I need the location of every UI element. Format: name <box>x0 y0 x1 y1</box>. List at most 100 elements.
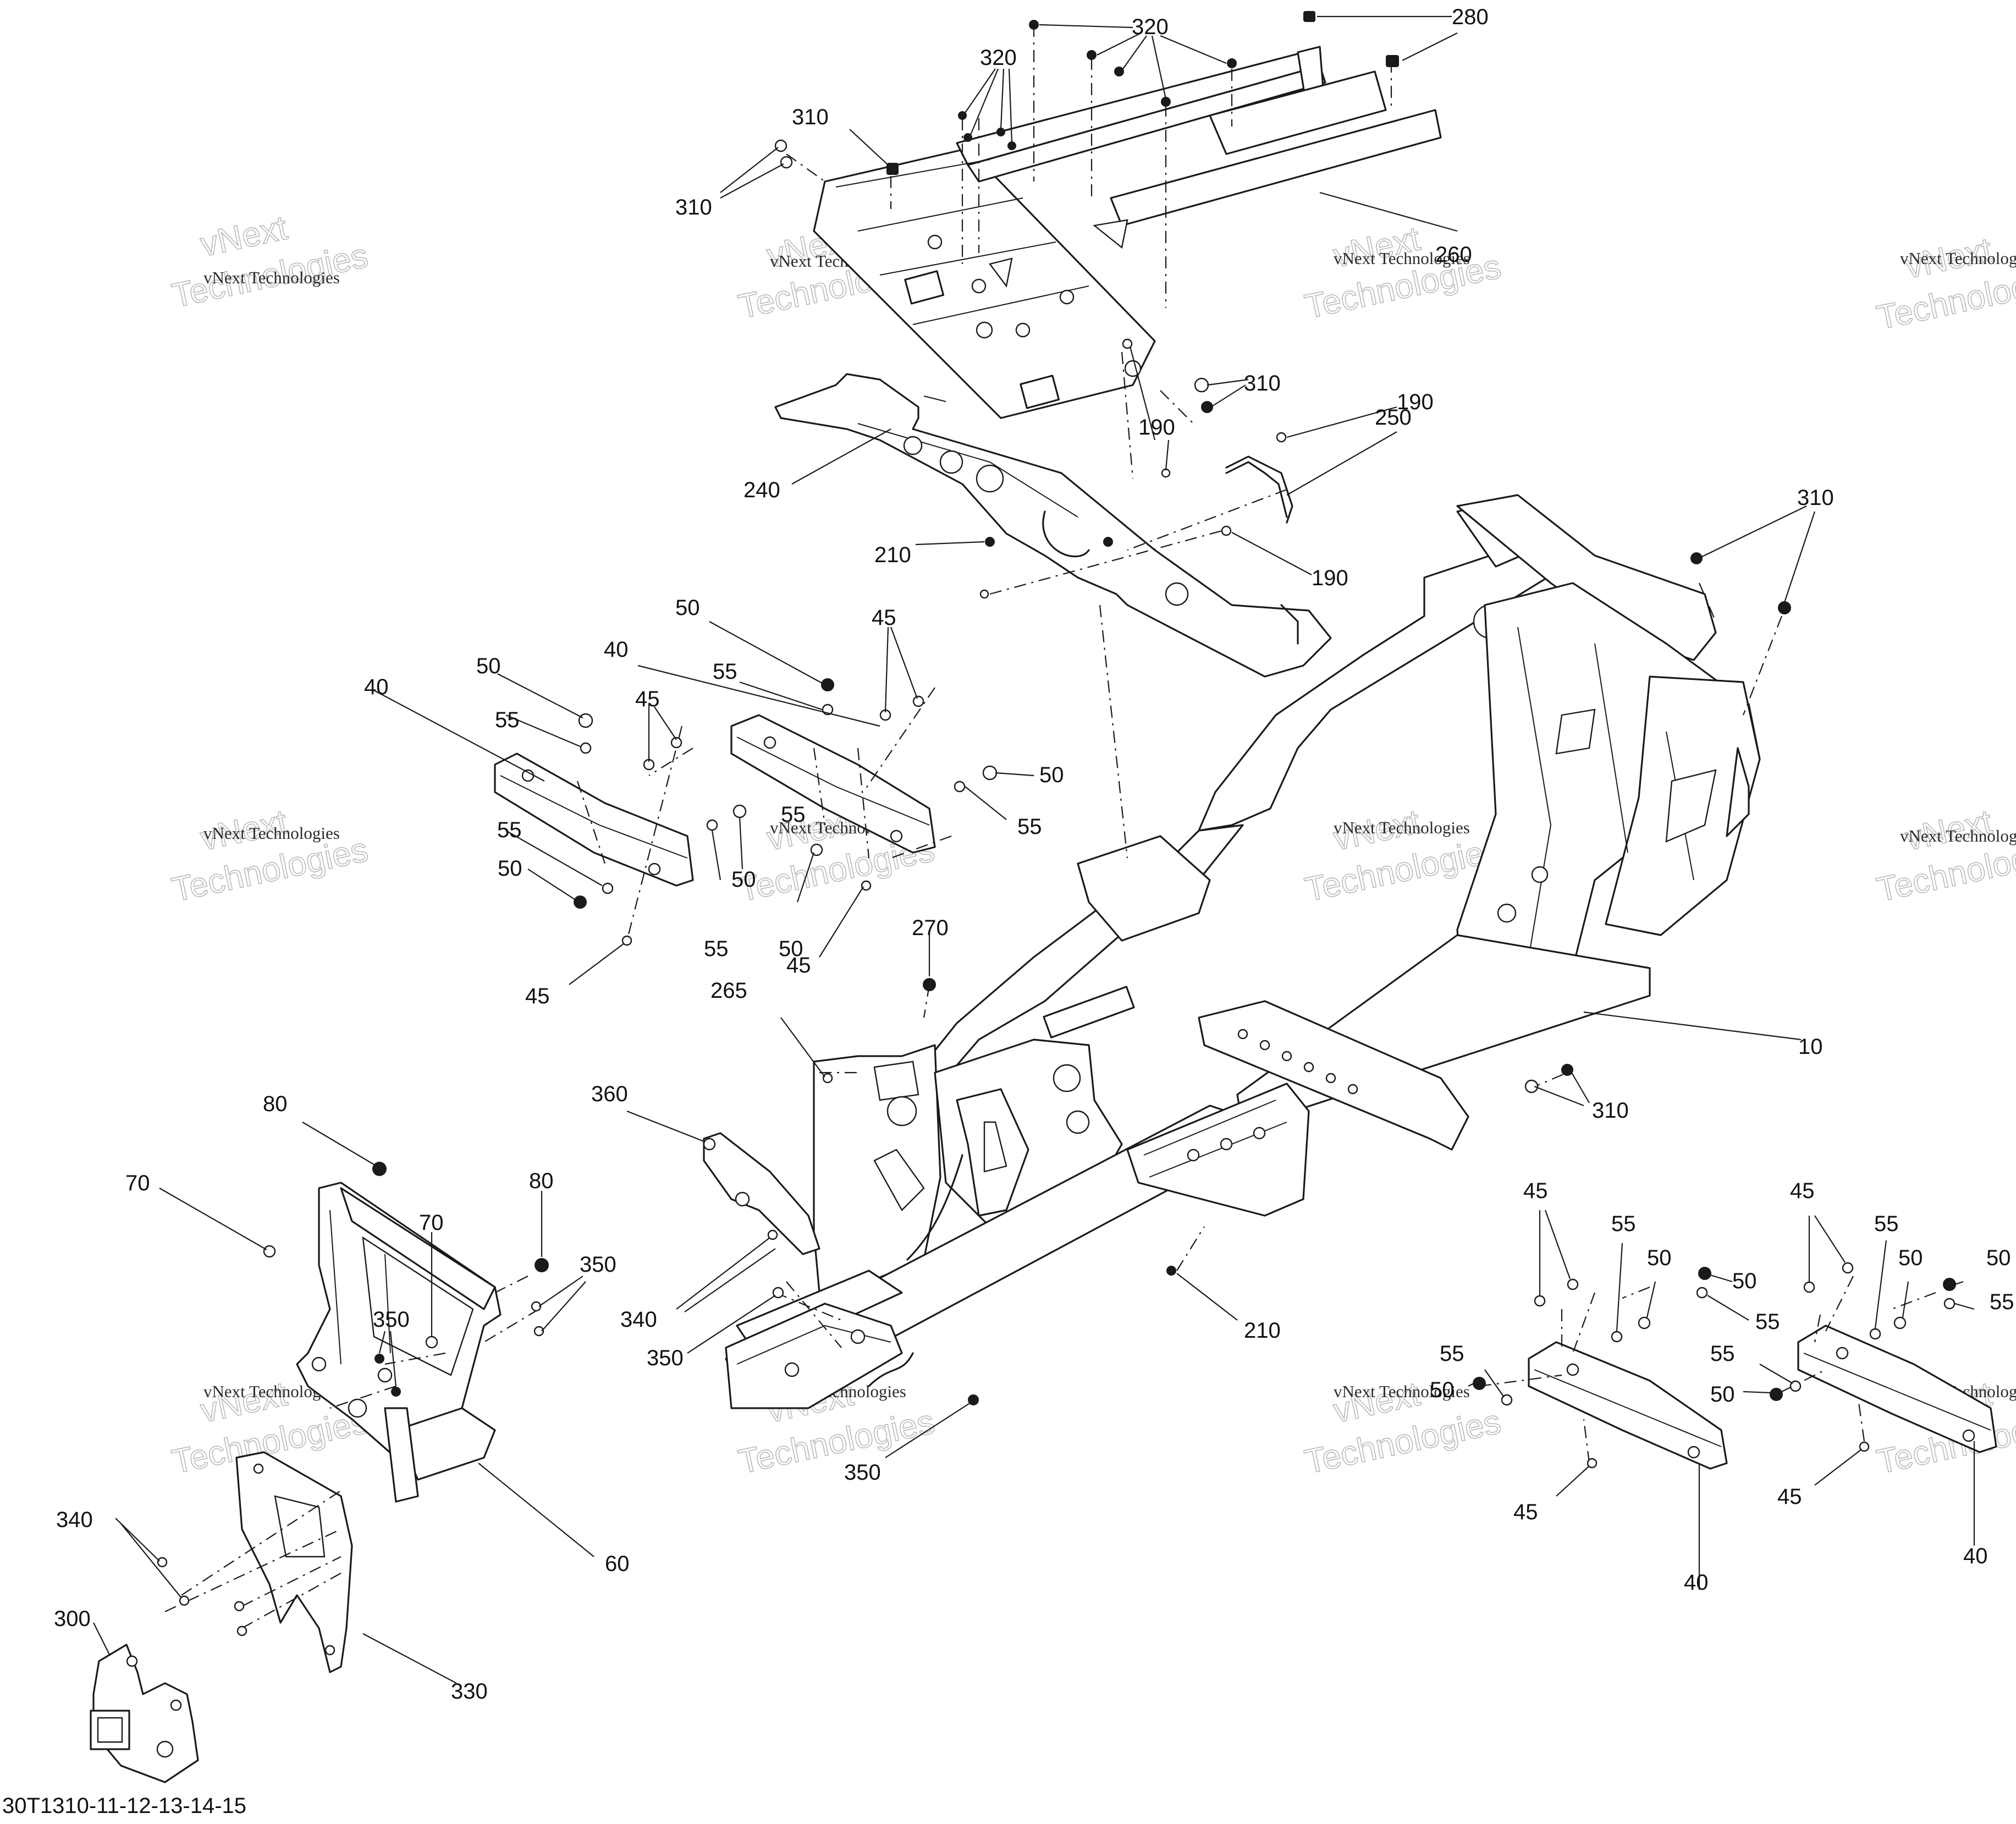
part-40-bracket-right-b <box>1797 1325 1997 1453</box>
callout-45: 45 <box>525 984 550 1008</box>
callout-55: 55 <box>704 937 729 961</box>
fastener-layer <box>157 11 1956 1636</box>
nut-320 <box>963 133 972 142</box>
part-260-rear-subframe <box>813 46 1442 419</box>
callout-310: 310 <box>1244 371 1281 395</box>
callout-350: 350 <box>647 1346 684 1370</box>
callout-320: 320 <box>980 46 1017 70</box>
callout-70: 70 <box>419 1211 444 1235</box>
watermark: vNext Technologies <box>1873 803 2016 910</box>
callout-310: 310 <box>792 105 829 129</box>
diagram-reference-code: 30T1310-11-12-13-14-15 <box>2 1794 246 1818</box>
part-40-bracket-center <box>730 714 936 854</box>
callout-55: 55 <box>1755 1310 1780 1334</box>
callout-45: 45 <box>1523 1179 1548 1203</box>
watermark-text: vNext Technologies <box>1334 1382 1470 1401</box>
callout-280: 280 <box>1452 5 1489 29</box>
part-250-bracket <box>1225 455 1293 524</box>
callout-55: 55 <box>1611 1212 1636 1236</box>
callout-45: 45 <box>786 953 811 977</box>
bolt-45 <box>1803 1281 1815 1293</box>
callout-350: 350 <box>373 1307 410 1332</box>
washer-55 <box>1943 1298 1956 1310</box>
nut-80 <box>535 1258 549 1272</box>
bolt-45 <box>861 880 872 891</box>
bolt-350 <box>374 1354 384 1364</box>
bolt-45 <box>1842 1262 1854 1274</box>
bolt-340 <box>767 1229 778 1240</box>
callout-80: 80 <box>529 1169 554 1193</box>
nut-50 <box>810 843 823 856</box>
callout-190: 190 <box>1138 415 1175 439</box>
callout-55: 55 <box>713 660 737 684</box>
bolt-45 <box>1859 1441 1870 1452</box>
callout-55: 55 <box>1710 1342 1735 1366</box>
nut-50 <box>1698 1267 1711 1280</box>
assembly-lines <box>164 25 1936 1629</box>
part-40-bracket-right-a <box>1528 1341 1728 1470</box>
bolt-340 <box>234 1601 245 1612</box>
washer-55 <box>1696 1287 1708 1299</box>
nut-310 <box>1561 1064 1573 1076</box>
bolt-70 <box>425 1336 438 1349</box>
nut-320 <box>1029 20 1039 30</box>
watermark-text: vNext Technologies <box>1900 826 2016 845</box>
callout-40: 40 <box>604 638 629 662</box>
callout-50: 50 <box>1430 1378 1455 1402</box>
callout-40: 40 <box>1963 1544 1988 1568</box>
callout-55: 55 <box>1017 815 1042 839</box>
callout-340: 340 <box>620 1307 657 1332</box>
bolt-45 <box>670 737 682 749</box>
callout-55: 55 <box>1990 1290 2014 1314</box>
callout-40: 40 <box>1684 1570 1709 1595</box>
callout-50: 50 <box>1647 1246 1672 1270</box>
callout-240: 240 <box>743 478 780 502</box>
nut-320 <box>1087 50 1097 60</box>
nut-50 <box>578 713 593 728</box>
bolt-350 <box>533 1326 544 1337</box>
nut-310 <box>886 163 899 175</box>
part-10-main-frame <box>725 494 1761 1409</box>
part-330-plate <box>235 1451 353 1673</box>
nut-310 <box>1524 1079 1539 1094</box>
washer-55 <box>1611 1331 1623 1343</box>
part-360-bracket <box>703 1132 820 1255</box>
callout-260: 260 <box>1435 243 1472 267</box>
callout-190: 190 <box>1397 390 1434 414</box>
callout-270: 270 <box>912 916 949 940</box>
callout-45: 45 <box>872 606 896 630</box>
part-40-bracket-left <box>494 752 694 887</box>
callout-40: 40 <box>364 675 389 699</box>
nut-50 <box>1770 1388 1783 1401</box>
callout-350: 350 <box>580 1252 616 1277</box>
nut-210 <box>985 537 995 547</box>
washer-55 <box>1789 1380 1802 1392</box>
nut-50 <box>982 765 998 781</box>
callout-70: 70 <box>125 1171 150 1195</box>
nut-320 <box>958 111 967 120</box>
watermark-text: vNext Technologies <box>203 268 340 287</box>
watermark: vNext Technologies <box>168 208 372 316</box>
bolt-350 <box>772 1287 784 1299</box>
watermark-text: vNext Technologies <box>1334 249 1470 268</box>
bolt-45 <box>912 695 924 707</box>
nut-50 <box>1638 1316 1651 1329</box>
bolt-190 <box>1221 525 1232 536</box>
bolt-190 <box>1276 432 1287 443</box>
nut-320 <box>1161 97 1171 107</box>
bolt-190 <box>1122 338 1133 349</box>
bolt-45 <box>621 935 632 946</box>
callout-265: 265 <box>710 979 747 1003</box>
callout-10: 10 <box>1798 1035 1823 1059</box>
washer-55 <box>1869 1328 1881 1340</box>
nut-320 <box>996 128 1005 136</box>
callout-320: 320 <box>1132 15 1169 39</box>
callout-50: 50 <box>1898 1246 1923 1270</box>
callout-45: 45 <box>1513 1500 1538 1524</box>
washer-55 <box>580 742 592 754</box>
bolt-340 <box>157 1557 168 1568</box>
callout-45: 45 <box>1790 1179 1815 1203</box>
washer-55 <box>954 781 966 793</box>
nut-210 <box>1166 1266 1176 1276</box>
